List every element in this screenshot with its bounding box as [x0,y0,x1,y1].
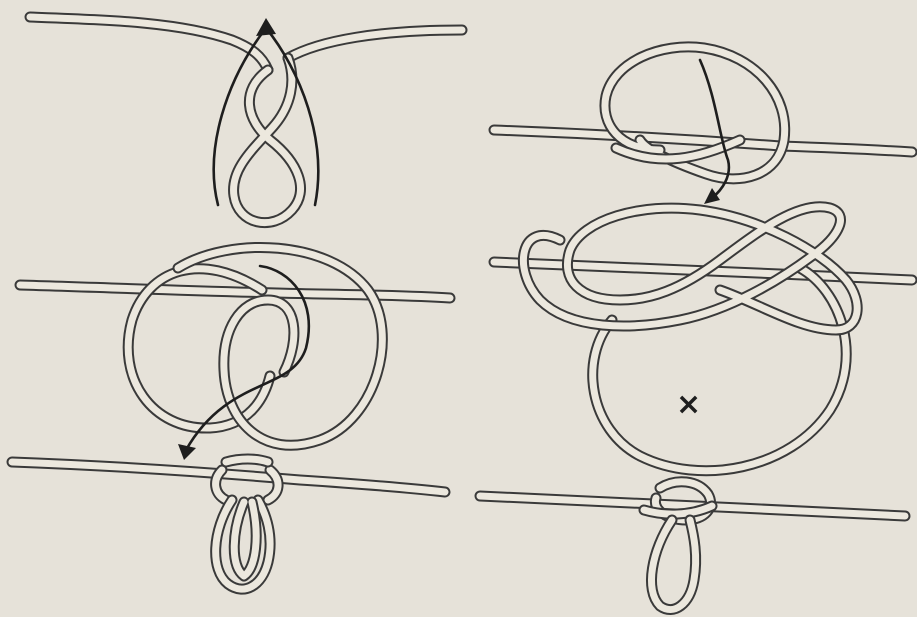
knot-diagram: × [0,0,917,617]
